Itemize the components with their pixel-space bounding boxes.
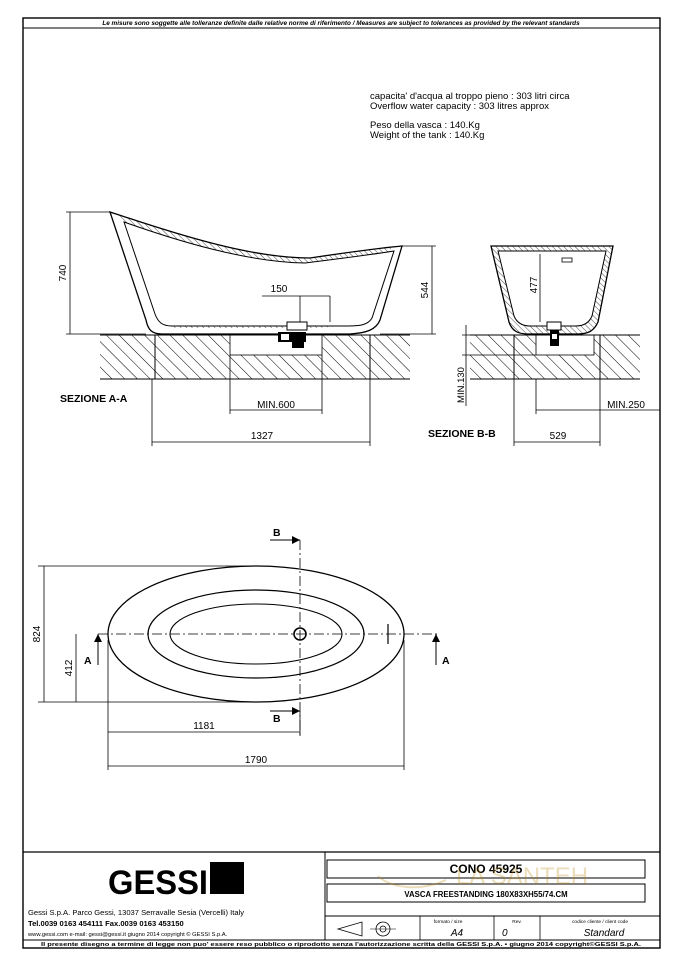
dim-half-412: 412: [64, 659, 75, 676]
watermark: LA SANTEH: [377, 863, 588, 890]
company-phone: Tel.0039 0163 454111 Fax.0039 0163 45315…: [28, 919, 184, 928]
rev-value: 0: [502, 928, 508, 939]
section-a-a-label: SEZIONE A-A: [60, 393, 128, 405]
client-code-label: codice cliente / client code: [572, 919, 628, 925]
cut-a-right-label: A: [442, 655, 450, 667]
info-block: capacita' d'acqua al troppo pieno : 303 …: [370, 91, 570, 141]
product-description: VASCA FREESTANDING 180X83XH55/74.CM: [404, 890, 567, 899]
format-label: formato / size: [434, 919, 463, 925]
cut-a-left-label: A: [84, 655, 92, 667]
dim-min-250: MIN.250: [607, 400, 645, 411]
section-b-b-label: SEZIONE B-B: [428, 428, 496, 440]
company-address: Gessi S.p.A. Parco Gessi, 13037 Serraval…: [28, 908, 244, 917]
brand-logo-text: GESSI: [108, 864, 208, 902]
tub-inner-profile-bb: [497, 250, 607, 327]
capacity-it: capacita' d'acqua al troppo pieno : 303 …: [370, 91, 570, 102]
dim-min-130: MIN.130: [456, 367, 467, 403]
weight-en: Weight of the tank : 140.Kg: [370, 130, 484, 141]
dim-length-1790: 1790: [245, 755, 268, 766]
gessi-logo: GESSI: [108, 862, 244, 902]
title-block: GESSI Gessi S.p.A. Parco Gessi, 13037 Se…: [23, 851, 660, 948]
dim-width-529: 529: [550, 431, 567, 442]
dim-inner-544: 544: [420, 281, 431, 298]
product-code: CONO 45925: [450, 862, 523, 876]
dim-drain-1181: 1181: [193, 721, 215, 732]
capacity-en: Overflow water capacity : 303 litres app…: [370, 101, 549, 112]
section-b-b-drawing: 477 MIN.130 MIN.250 529 SEZIONE B-B: [428, 245, 660, 446]
dim-width-824: 824: [32, 625, 43, 642]
weight-it: Peso della vasca : 140.Kg: [370, 120, 480, 131]
tub-outer-profile-aa: [108, 210, 403, 335]
footer-legal: Il presente disegno a termine di legge n…: [41, 941, 642, 948]
cut-b-top-label: B: [273, 527, 281, 539]
sheet-border: [22, 17, 661, 949]
header-notice: Le misure sono soggette alle tolleranze …: [102, 20, 580, 27]
cut-b-bottom-label: B: [273, 713, 281, 725]
dim-height-740: 740: [58, 264, 69, 281]
tub-inner-profile-aa: [123, 221, 395, 327]
dim-min-600: MIN.600: [257, 400, 295, 411]
section-a-a-drawing: 740 544 150 MIN.600 1327 SEZIONE A-A: [58, 210, 436, 446]
format-value: A4: [450, 928, 464, 939]
watermark-text: LA SANTEH: [456, 863, 588, 890]
client-code-value: Standard: [584, 928, 625, 939]
rev-label: Rev.: [512, 919, 522, 925]
dim-drain-150: 150: [271, 284, 288, 295]
dim-length-1327: 1327: [251, 431, 274, 442]
projection-symbol-icon: [336, 921, 396, 937]
dim-inner-477: 477: [529, 276, 540, 293]
company-web: www.gessi.com e-mail: gessi@gessi.it giu…: [27, 931, 228, 938]
plan-view-drawing: B B A A 824 412 1181 1790: [32, 527, 450, 770]
drain-recess-aa: [229, 334, 323, 356]
